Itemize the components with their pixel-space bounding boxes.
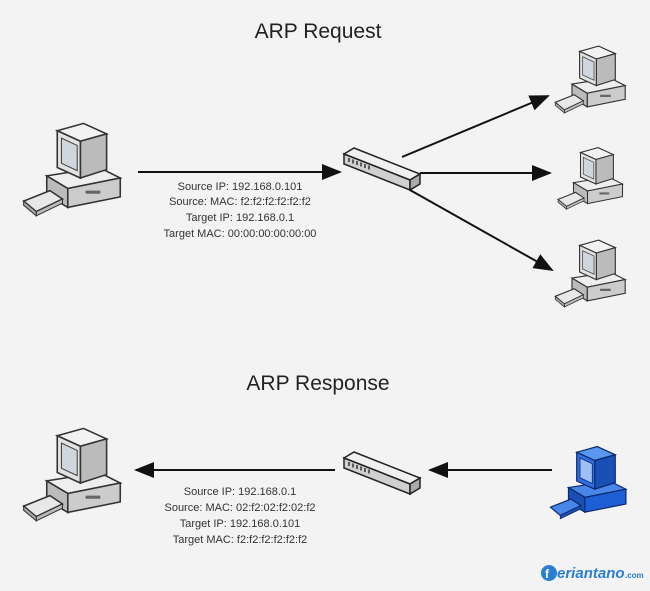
response-title: ARP Response [246, 372, 389, 395]
svg-text:f: f [545, 567, 550, 581]
response-packet-info: Source IP: 192.168.0.1 Source: MAC: 02:f… [164, 486, 315, 546]
response-target-ip: Target IP: 192.168.0.101 [180, 518, 300, 530]
logo-suffix: .com [625, 571, 644, 580]
receiver-computer-icon-1 [554, 45, 626, 114]
logo-text: eriantano [557, 565, 625, 582]
broadcast-arrow-3 [409, 189, 554, 271]
requester-computer-icon [22, 427, 122, 522]
request-target-mac: Target MAC: 00:00:00:00:00:00 [164, 228, 317, 240]
request-source-ip: Source IP: 192.168.0.101 [178, 181, 303, 193]
request-title: ARP Request [255, 20, 382, 43]
responder-computer-icon [549, 445, 627, 520]
sender-computer-icon [22, 122, 122, 217]
request-packet-info: Source IP: 192.168.0.101 Source: MAC: f2… [164, 181, 317, 240]
broadcast-arrow-1 [401, 95, 550, 158]
request-target-ip: Target IP: 192.168.0.1 [186, 212, 294, 224]
logo-icon [541, 565, 557, 581]
request-source-mac: Source: MAC: f2:f2:f2:f2:f2:f2 [169, 196, 311, 208]
receiver-computer-icon-2 [557, 147, 624, 210]
response-switch-icon [343, 451, 421, 495]
response-source-ip: Source IP: 192.168.0.1 [184, 486, 297, 498]
watermark-logo: f eriantano .com [541, 565, 644, 582]
response-target-mac: Target MAC: f2:f2:f2:f2:f2:f2 [173, 534, 308, 546]
response-source-mac: Source: MAC: 02:f2:02:f2:02:f2 [164, 502, 315, 514]
receiver-computer-icon-3 [554, 239, 626, 308]
